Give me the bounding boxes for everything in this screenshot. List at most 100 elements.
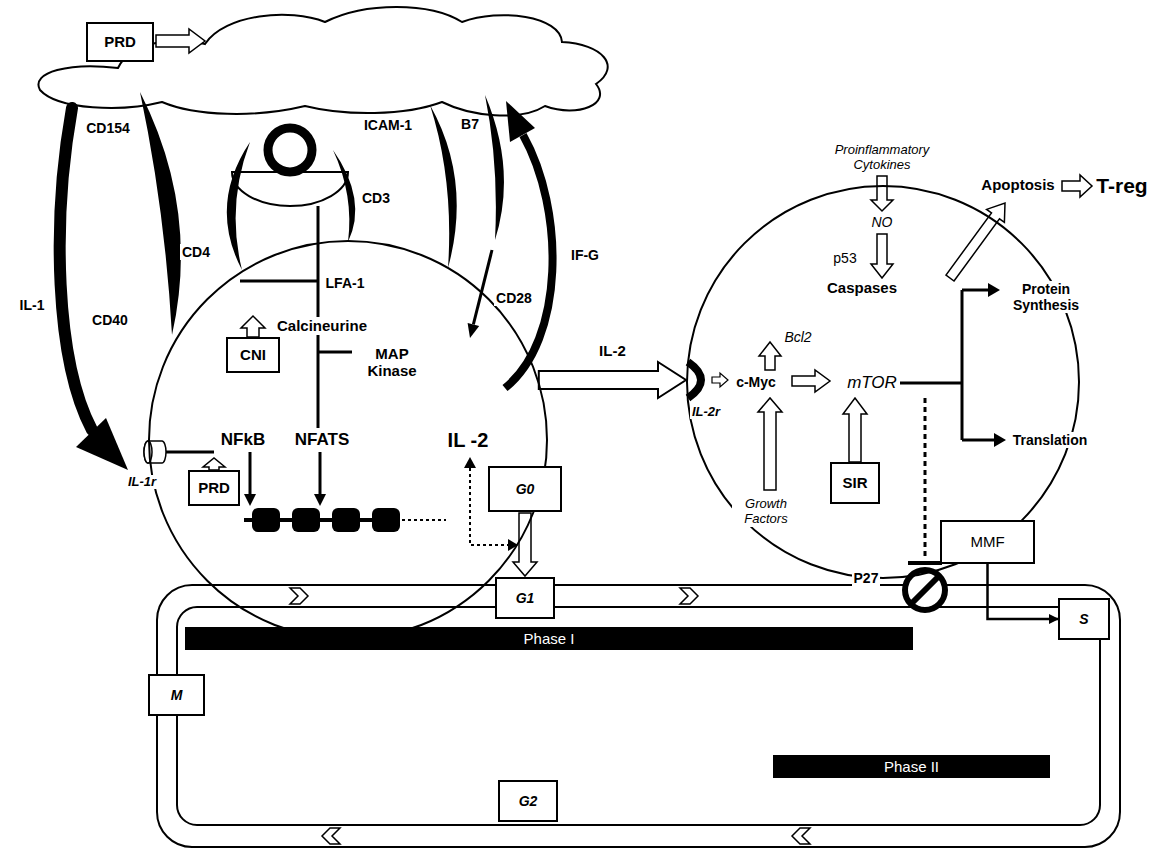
open-arrow bbox=[843, 398, 867, 462]
open-arrow bbox=[156, 29, 205, 53]
inhibition-bar bbox=[908, 561, 942, 565]
signal-line bbox=[240, 280, 318, 283]
receptor-label: IL-1r bbox=[126, 475, 158, 490]
cytokine-label: IL-1 bbox=[18, 297, 47, 313]
open-arrow bbox=[759, 342, 781, 370]
track-chevron bbox=[290, 588, 308, 604]
receptor-label: IL-2r bbox=[690, 405, 722, 420]
cell-component-label: Growth Factors bbox=[732, 497, 800, 527]
cd4-receptor bbox=[227, 142, 250, 270]
process-label: Apoptosis bbox=[979, 176, 1056, 193]
arrow-head bbox=[508, 539, 518, 551]
track-chevron bbox=[792, 828, 810, 844]
cell-component-label: LFA-1 bbox=[324, 275, 367, 291]
open-arrow bbox=[203, 458, 225, 470]
p27-block-symbol bbox=[911, 576, 939, 604]
molecule-label: CD3 bbox=[360, 190, 392, 206]
phase-transition-arrow bbox=[513, 513, 537, 576]
arrow-head bbox=[244, 494, 256, 506]
box-label: PRD bbox=[104, 33, 136, 50]
drug-box: MMF bbox=[940, 520, 1035, 564]
ifg-arrow-head bbox=[506, 101, 535, 142]
dotted-line bbox=[402, 519, 446, 521]
drug-box: CNI bbox=[226, 337, 280, 373]
cd3-receptor bbox=[333, 150, 355, 242]
cell-component-label: Translation bbox=[1011, 432, 1090, 448]
molecule-label: B7 bbox=[459, 116, 481, 132]
open-arrow bbox=[946, 203, 1005, 281]
arrow-head bbox=[314, 494, 326, 506]
dna-block bbox=[252, 508, 280, 532]
box-label: PRD bbox=[198, 479, 230, 496]
arrow-head bbox=[464, 457, 476, 468]
box-label: G2 bbox=[519, 793, 538, 809]
cell-component-label: Calcineurine bbox=[275, 317, 369, 334]
il2-receptor bbox=[688, 362, 701, 398]
open-arrow bbox=[712, 373, 728, 387]
box-label: SIR bbox=[842, 474, 867, 491]
edge-label: IL-2 bbox=[597, 342, 628, 359]
cell-type-label: T-reg bbox=[1094, 174, 1149, 198]
box-label: G1 bbox=[516, 590, 535, 606]
inhibition-line bbox=[924, 398, 927, 560]
il1-arrow bbox=[60, 108, 92, 430]
icam-lfa-receptor bbox=[430, 105, 457, 268]
open-arrow bbox=[871, 234, 893, 278]
signal-line bbox=[962, 439, 994, 442]
signal-line bbox=[166, 451, 214, 454]
cell-cycle-track bbox=[177, 607, 1100, 825]
phase-label: Phase II bbox=[884, 758, 939, 775]
open-arrow bbox=[758, 398, 782, 490]
p27-block-symbol bbox=[905, 570, 945, 610]
signal-line bbox=[961, 290, 964, 440]
cell-cycle-phase-box: G1 bbox=[495, 577, 555, 619]
phase-band: Phase I bbox=[185, 627, 913, 650]
cell-component-label: MAP Kinase bbox=[360, 345, 424, 380]
drug-action-arrow bbox=[988, 564, 1059, 619]
open-arrow bbox=[241, 316, 265, 337]
track-chevron bbox=[680, 588, 698, 604]
open-arrow bbox=[792, 370, 830, 392]
tcr-base bbox=[232, 172, 348, 206]
molecule-label: ICAM-1 bbox=[362, 117, 414, 133]
phase-band: Phase II bbox=[773, 755, 1050, 778]
cell-component-label: Protein Synthesis bbox=[1001, 281, 1091, 313]
cell-component-label: Caspases bbox=[825, 279, 899, 296]
cell-component-label: c-Myc bbox=[734, 374, 778, 390]
signal-line bbox=[962, 289, 988, 292]
box-label: MMF bbox=[970, 533, 1004, 550]
arrow-head bbox=[994, 433, 1006, 447]
signal-line bbox=[249, 452, 252, 496]
cell-cycle-track bbox=[157, 585, 1120, 847]
tcr-ring bbox=[268, 128, 312, 172]
cell-component-label: NFATS bbox=[293, 430, 351, 450]
signal-line bbox=[473, 250, 492, 324]
arrow-head bbox=[988, 283, 1000, 297]
drug-box: SIR bbox=[830, 462, 880, 504]
box-label: M bbox=[171, 687, 183, 703]
phase-label: Phase I bbox=[524, 630, 575, 647]
cell-cycle-phase-box: M bbox=[148, 674, 205, 716]
apc-cell-outline bbox=[38, 7, 607, 116]
drug-box: PRD bbox=[86, 22, 154, 62]
cell-cycle-phase-box: G2 bbox=[498, 780, 558, 822]
il2-block-arrow bbox=[539, 362, 686, 398]
box-label: S bbox=[1079, 611, 1088, 627]
molecule-label: CD4 bbox=[180, 244, 212, 260]
open-arrow bbox=[871, 176, 893, 211]
box-label: G0 bbox=[516, 481, 535, 497]
signal-line bbox=[318, 351, 352, 354]
dna-block bbox=[292, 508, 320, 532]
cell-cycle-phase-box: G0 bbox=[488, 466, 562, 512]
cytokine-label: IF-G bbox=[569, 247, 601, 263]
signal-line bbox=[900, 382, 962, 385]
cell-component-label: NFkB bbox=[219, 430, 267, 450]
track-chevron bbox=[322, 828, 340, 844]
drug-box: PRD bbox=[188, 470, 240, 506]
ifg-arrow bbox=[505, 135, 553, 388]
cell-component-label: IL -2 bbox=[446, 429, 491, 452]
signal-line bbox=[319, 452, 322, 496]
